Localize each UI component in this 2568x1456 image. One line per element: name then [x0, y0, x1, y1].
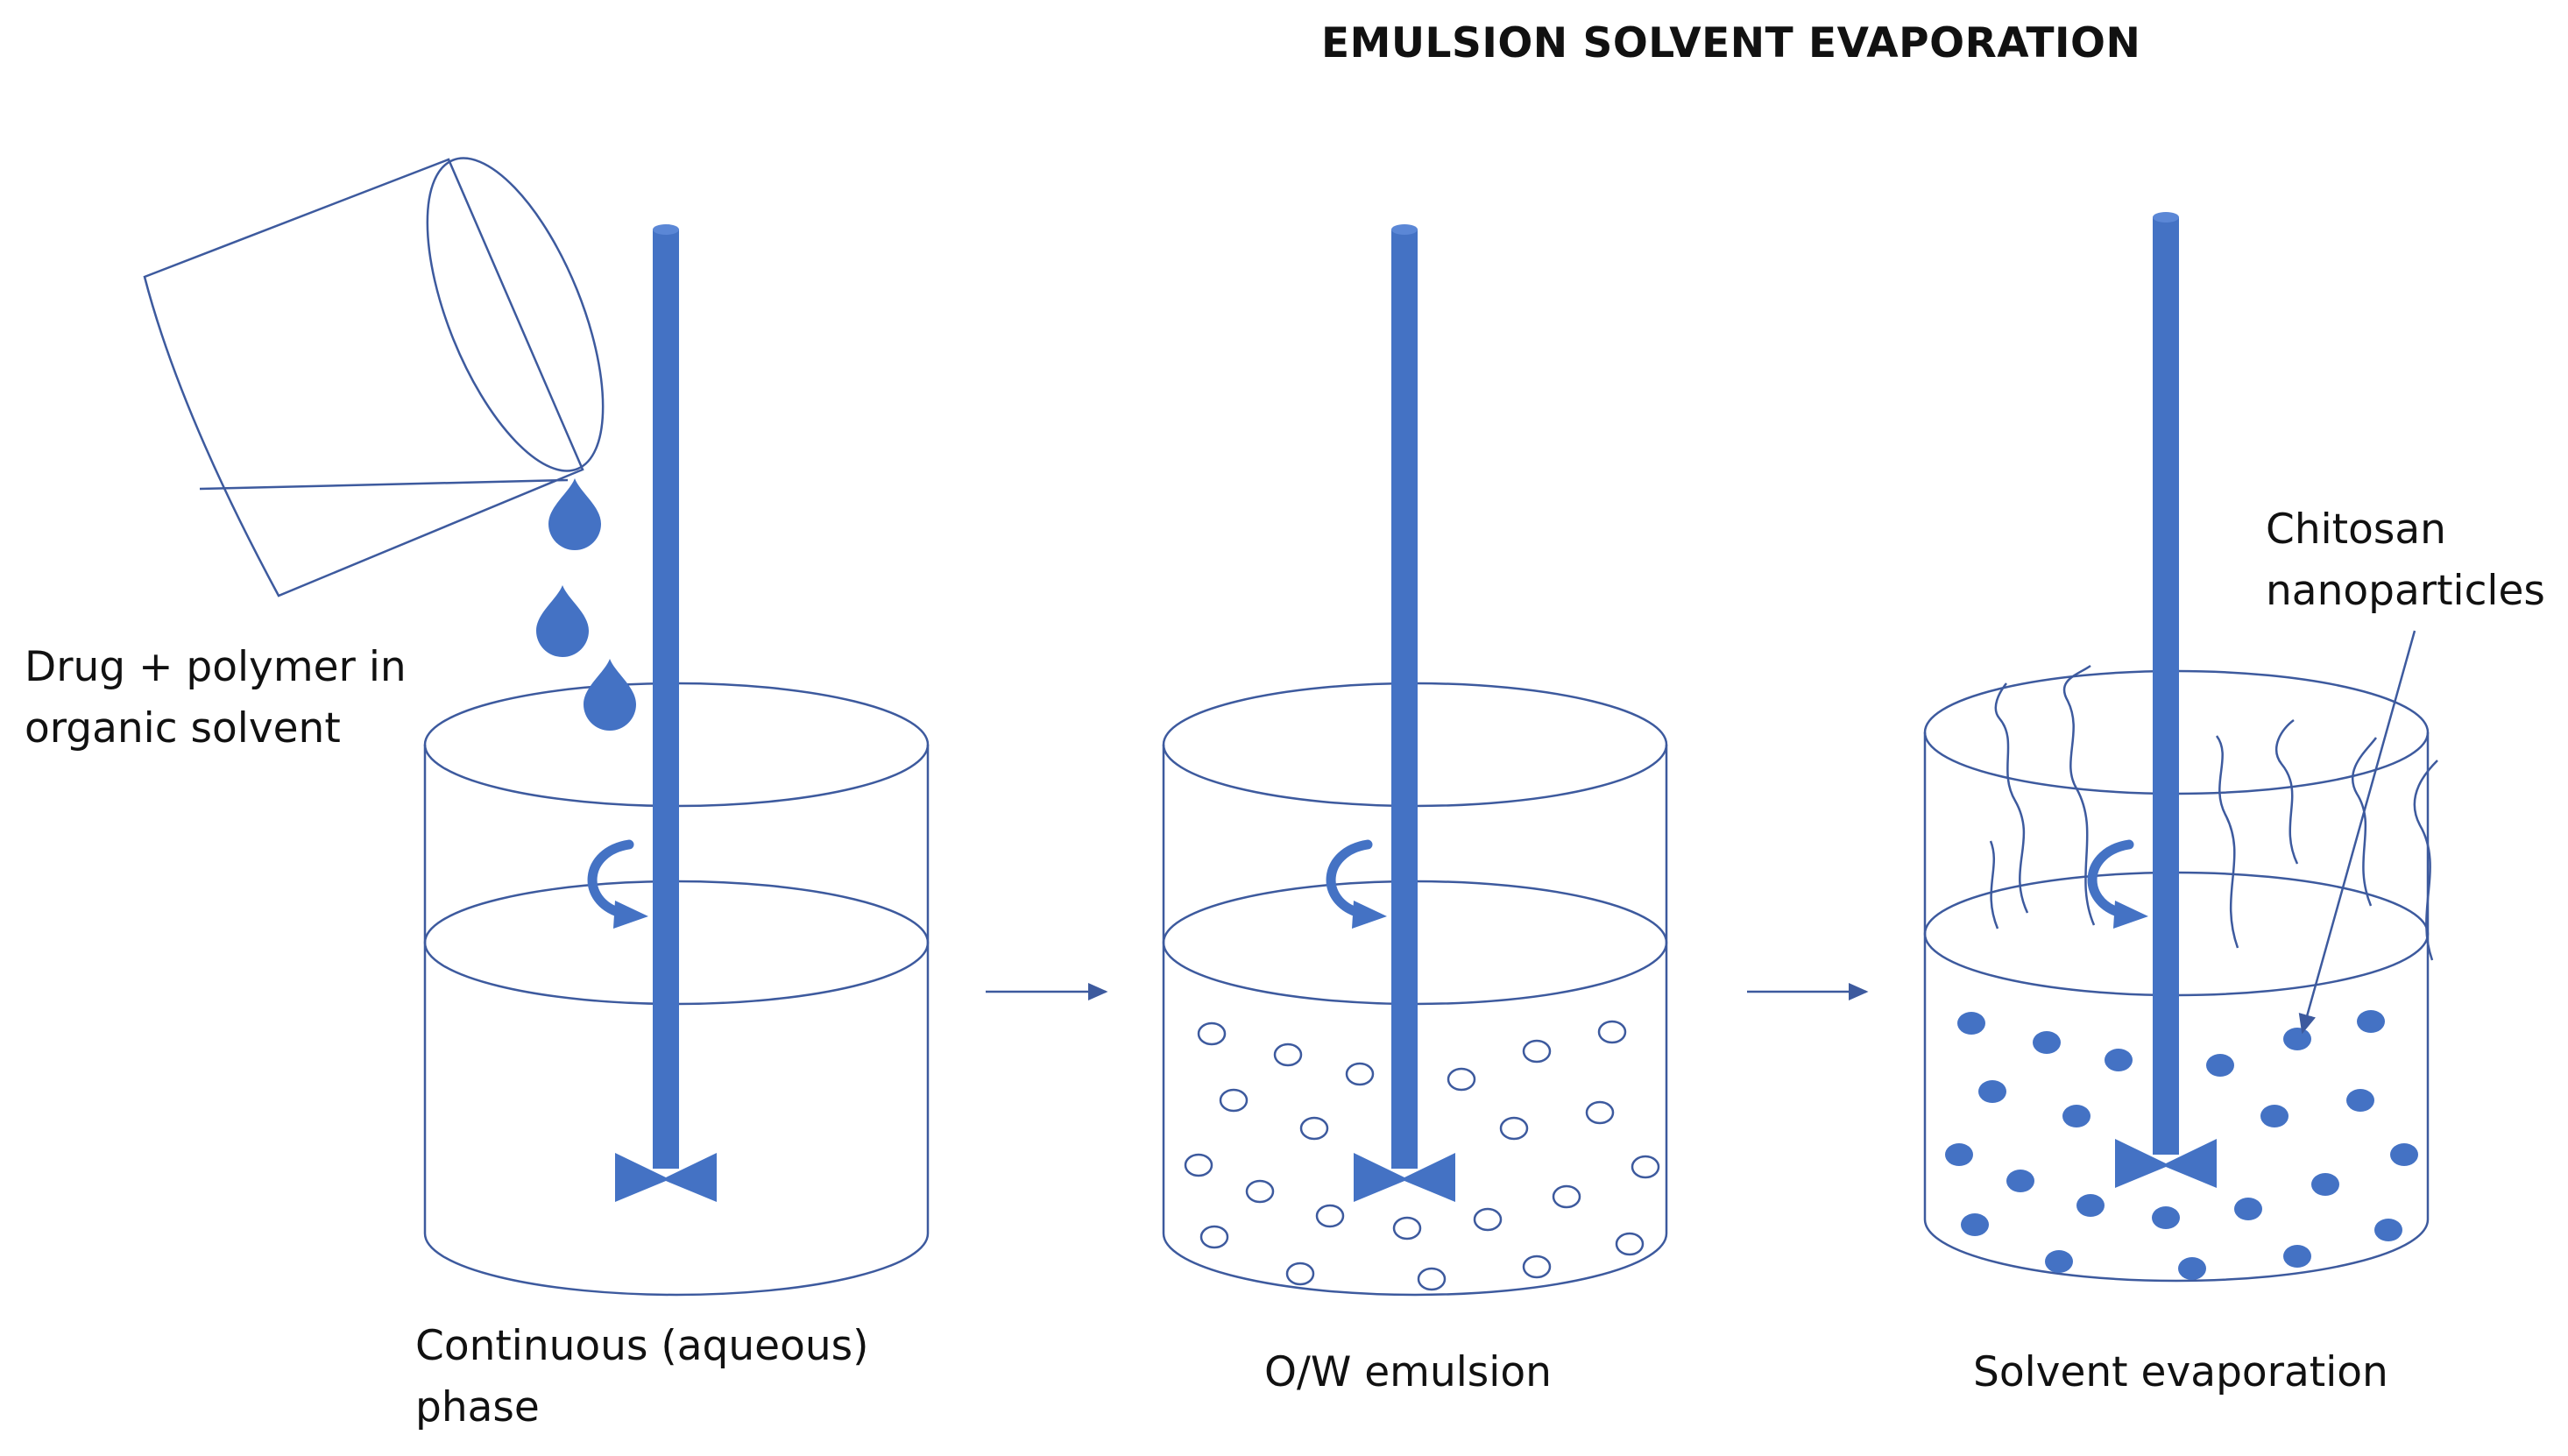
rotation-arrow-icon — [1326, 839, 1373, 918]
rotation-arrowhead — [1352, 901, 1387, 929]
vapor-icon — [2351, 737, 2378, 907]
stirrer-rod-icon — [1391, 230, 1418, 1169]
emulsion-droplet-icon — [1392, 1216, 1422, 1240]
nanoparticle-icon — [2006, 1170, 2034, 1192]
chitosan-label-line1: Chitosan — [2266, 505, 2446, 554]
beaker-bottom — [1162, 1233, 1668, 1297]
pouring-beaker-icon — [143, 157, 605, 597]
emulsion-droplet-icon — [1345, 1062, 1375, 1086]
chitosan-label-line2: nanoparticles — [2266, 567, 2545, 615]
beaker-bottom — [423, 1233, 930, 1297]
stirrer-2 — [1326, 224, 1455, 1202]
continuous-label-line1: Continuous (aqueous) — [415, 1322, 869, 1370]
nanoparticle-icon — [2374, 1219, 2402, 1241]
emulsion-droplet-icon — [1285, 1262, 1315, 1286]
cup-body — [143, 158, 584, 597]
nanoparticle-icon — [2260, 1105, 2289, 1127]
stirrer-rod-icon — [653, 230, 679, 1169]
emulsion-droplet-icon — [1499, 1116, 1529, 1141]
emulsion-droplet-icon — [1631, 1155, 1660, 1179]
impeller-icon — [2115, 1139, 2217, 1188]
continuous-label-line2: phase — [415, 1383, 540, 1431]
vapor-icon — [2413, 760, 2438, 961]
emulsion-droplet-icon — [1522, 1039, 1552, 1064]
rotation-arrow-icon — [587, 839, 634, 918]
stirrer-rod-top — [653, 224, 679, 235]
droplet-icon — [548, 478, 601, 550]
nanoparticle-icon — [1961, 1213, 1989, 1236]
nanoparticle-icon — [2206, 1054, 2234, 1077]
stirrer-1 — [587, 224, 717, 1202]
chitosan-pointer-arrow — [2298, 630, 2416, 1035]
emulsion-droplet-icon — [1299, 1116, 1329, 1141]
rotation-arrowhead — [2113, 901, 2148, 929]
nanoparticle-icon — [2346, 1089, 2374, 1112]
nanoparticle-icon — [2076, 1194, 2105, 1217]
rotation-arrow-icon — [2087, 839, 2134, 918]
cup-mouth — [426, 157, 605, 472]
stirrer-rod-top — [1391, 224, 1418, 235]
nanoparticle-icon — [2390, 1143, 2418, 1166]
drug-label-line1: Drug + polymer in — [25, 643, 407, 691]
nanoparticle-icon — [2152, 1206, 2180, 1229]
emulsion-droplet-icon — [1597, 1020, 1627, 1044]
nanoparticle-icon — [1957, 1012, 1985, 1035]
nanoparticle-icon — [2045, 1250, 2073, 1273]
nanoparticle-icon — [2234, 1198, 2262, 1220]
emulsion-droplet-icon — [1184, 1153, 1213, 1177]
beaker-bottom — [1923, 1219, 2430, 1283]
vapor-icon — [2215, 735, 2239, 949]
vapor-icon — [1994, 682, 2029, 914]
nanoparticle-icon — [2178, 1257, 2206, 1280]
nanoparticle-icon — [2105, 1049, 2133, 1071]
vapor-icon — [1989, 840, 1999, 929]
emulsion-droplet-icon — [1245, 1179, 1275, 1204]
nanoparticle-icon — [2283, 1028, 2311, 1050]
rotation-arrowhead — [613, 901, 648, 929]
nanoparticle-icon — [2311, 1173, 2339, 1196]
impeller-icon — [615, 1153, 717, 1202]
emulsion-droplet-icon — [1615, 1232, 1645, 1256]
vapor-icon — [2062, 664, 2096, 926]
droplet-icon — [584, 659, 636, 731]
nanoparticle-icon — [2357, 1010, 2385, 1033]
emulsion-droplet-icon — [1473, 1207, 1503, 1232]
emulsion-droplet-icon — [1219, 1088, 1249, 1113]
emulsion-droplet-icon — [1417, 1267, 1447, 1291]
stirrer-3 — [2087, 212, 2217, 1188]
cup-liquid-line — [199, 478, 569, 491]
stirrer-rod-top — [2153, 212, 2179, 223]
nanoparticle-icon — [2283, 1245, 2311, 1268]
emulsion-droplet-icon — [1552, 1184, 1581, 1209]
emulsion-droplet-icon — [1585, 1100, 1615, 1125]
diagram-title: EMULSION SOLVENT EVAPORATION — [1321, 19, 2141, 67]
nanoparticle-icon — [2062, 1105, 2090, 1127]
emulsion-droplet-icon — [1315, 1204, 1345, 1228]
emulsion-label: O/W emulsion — [1264, 1348, 1552, 1396]
nanoparticle-icon — [1978, 1080, 2006, 1103]
nanoparticle-icon — [2033, 1031, 2061, 1054]
vapor-icon — [2275, 718, 2299, 865]
emulsion-droplet-icon — [1273, 1043, 1303, 1067]
emulsion-droplet-icon — [1522, 1255, 1552, 1279]
emulsion-droplet-icon — [1199, 1225, 1229, 1249]
evaporation-label: Solvent evaporation — [1973, 1348, 2388, 1396]
emulsion-droplet-icon — [1447, 1067, 1476, 1092]
stirrer-rod-icon — [2153, 217, 2179, 1155]
impeller-icon — [1354, 1153, 1455, 1202]
emulsion-droplet-icon — [1197, 1021, 1227, 1046]
droplet-icon — [536, 585, 589, 657]
nanoparticle-icon — [1945, 1143, 1973, 1166]
drug-label-line2: organic solvent — [25, 704, 341, 753]
